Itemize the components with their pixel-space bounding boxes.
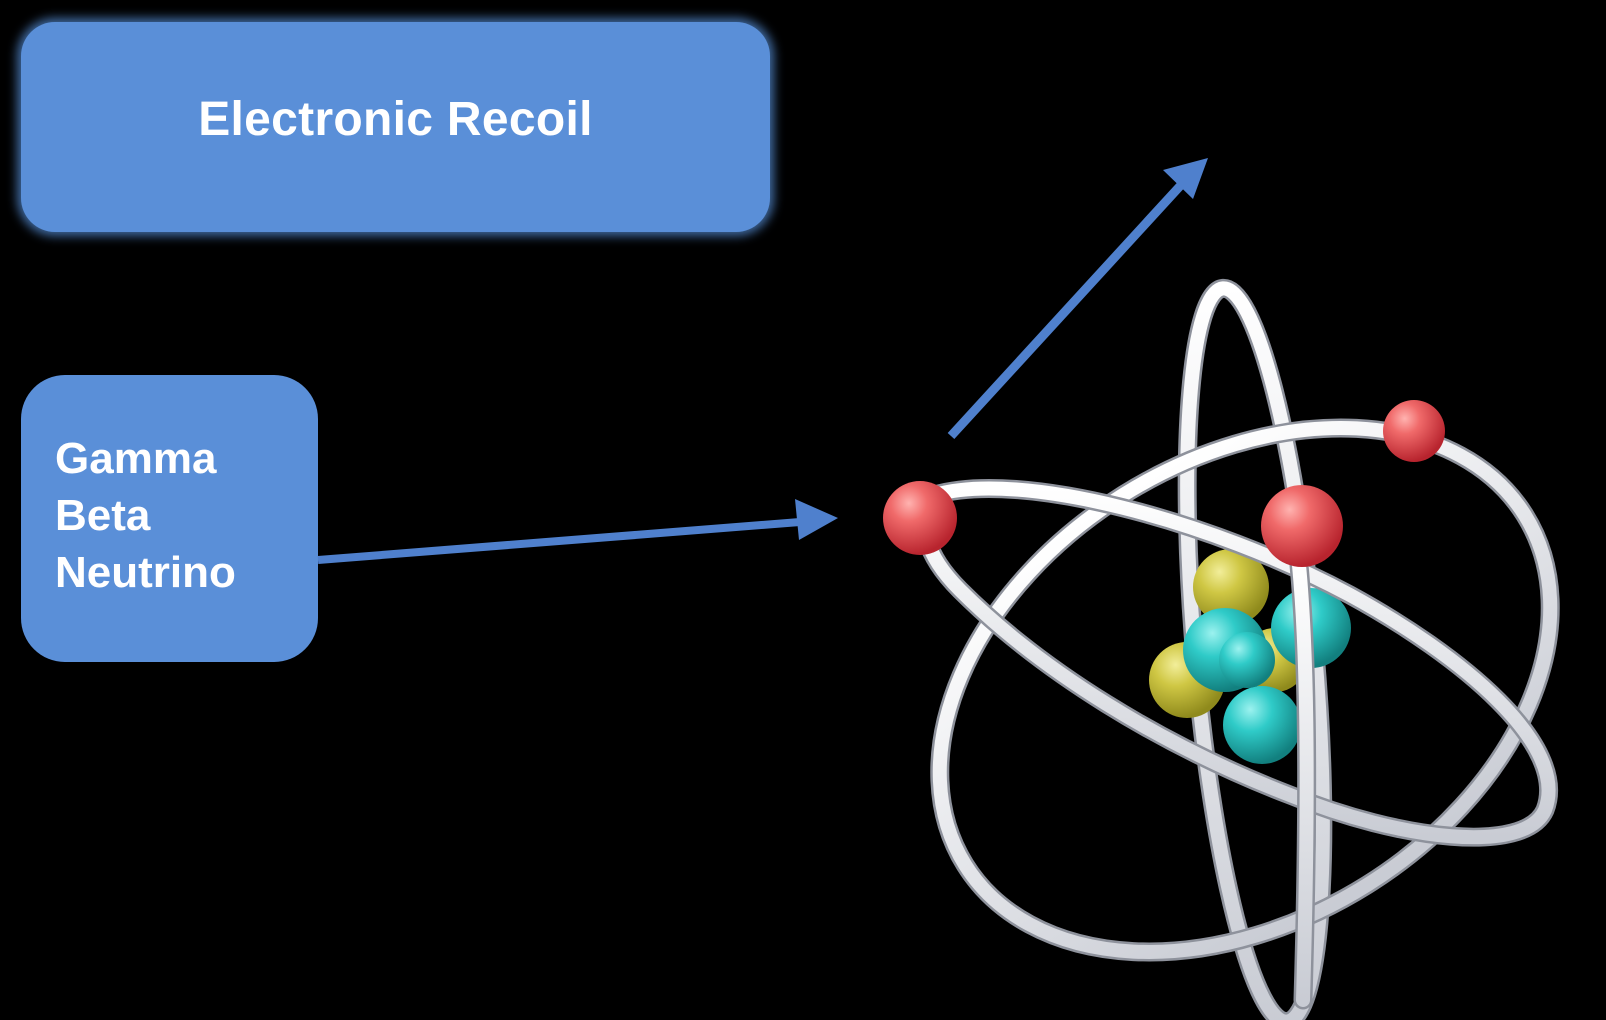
source-item-gamma: Gamma [55,434,217,483]
radiation-source-box [21,375,318,662]
electron-top-right [1383,400,1445,462]
arrow-up-right-icon [947,158,1208,440]
electron-center [1261,485,1343,567]
radiation-source-list: Gamma Beta Neutrino [55,430,236,601]
electron-left [883,481,957,555]
nucleus [1149,549,1351,764]
source-item-neutrino: Neutrino [55,548,236,597]
arrow-right-icon [317,499,838,564]
electronic-recoil-label: Electronic Recoil [198,92,593,146]
atom-illustration [883,278,1560,1020]
electronic-recoil-box: Electronic Recoil [21,22,770,232]
source-item-beta: Beta [55,491,151,540]
